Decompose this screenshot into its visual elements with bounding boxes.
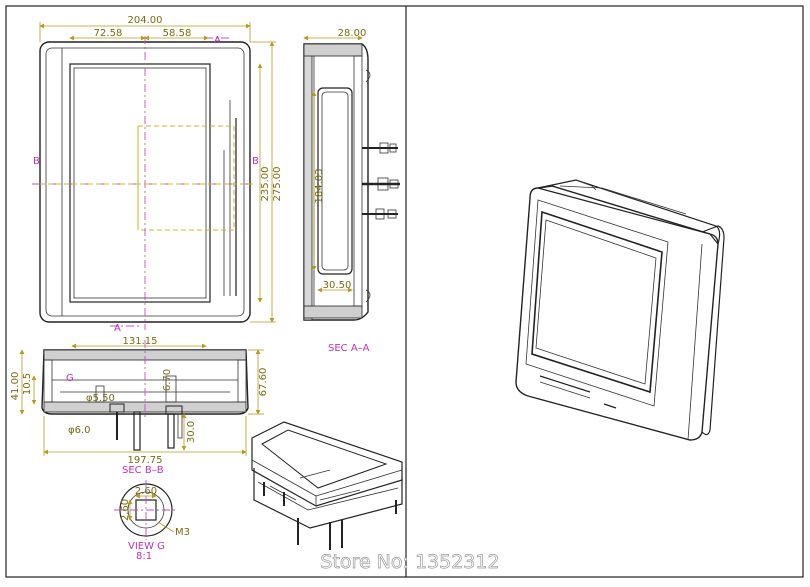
dim-bottom-height-10: 10.5 (22, 373, 33, 395)
label-detail-scale: 8:1 (136, 551, 152, 562)
dim-side-bottom: 30.50 (323, 280, 352, 291)
isometric-enclosure-view (515, 179, 725, 441)
dim-front-outer-height: 275.00 (272, 167, 283, 202)
dim-bottom-height-41: 41.00 (10, 372, 21, 401)
dim-side-depth: 28.00 (338, 28, 367, 39)
dim-bottom-right-height: 67.60 (258, 368, 269, 397)
side-section-view: 28.00 184.03 30.50 SEC A–A (303, 28, 400, 354)
dim-front-right: 58.58 (163, 28, 192, 39)
mark-g: G (66, 373, 74, 384)
dim-pin-diameter: φ6.0 (68, 425, 91, 436)
enclosure-screen (531, 210, 663, 394)
dim-bottom-span: 131.15 (123, 336, 158, 347)
section-mark-a-bottom: A (114, 323, 121, 334)
sheet-border (5, 5, 804, 578)
isometric-exploded-view (251, 421, 403, 550)
label-sec-a-a: SEC A–A (328, 343, 370, 354)
front-screen-window (69, 63, 211, 303)
enclosure-front-face (515, 185, 719, 441)
bottom-section-view: 131.15 41.00 10.5 G φ5.50 6.70 67.60 φ6.… (10, 336, 269, 476)
dim-detail-width: 2.60 (135, 486, 157, 497)
dim-bottom-width: 197.75 (128, 455, 163, 466)
dim-front-inner-height: 235.00 (260, 167, 271, 202)
dim-front-left: 72.58 (94, 28, 123, 39)
section-mark-b-left: B (33, 156, 40, 167)
store-watermark: Store No: 1352312 (320, 551, 499, 573)
dim-detail-height: 2.60 (120, 499, 131, 521)
label-view-g: VIEW G (128, 541, 165, 552)
dim-boss-height: 6.70 (162, 369, 173, 391)
dim-pin-length: 30.0 (186, 421, 197, 443)
dim-detail-thread: M3 (175, 527, 190, 538)
section-mark-a-top: A (214, 35, 221, 46)
side-connector-middle (362, 177, 400, 191)
detail-view-g: 2.60 2.60 M3 VIEW G 8:1 (114, 480, 190, 562)
dim-front-width: 204.00 (128, 15, 163, 26)
bottom-pin-left (109, 403, 125, 440)
section-mark-b-right: B (252, 156, 259, 167)
front-view: A A B B 204.00 72.58 58.58 235.00 275.00 (32, 15, 283, 334)
side-connector-top (362, 142, 398, 154)
dim-side-inner-height: 184.03 (314, 169, 325, 204)
side-screen-cavity (317, 87, 353, 275)
side-connector-bottom (362, 208, 398, 220)
bottom-pin-middle (133, 411, 141, 451)
label-sec-b-b: SEC B–B (122, 465, 164, 476)
dim-hole-diameter: φ5.50 (86, 393, 115, 404)
